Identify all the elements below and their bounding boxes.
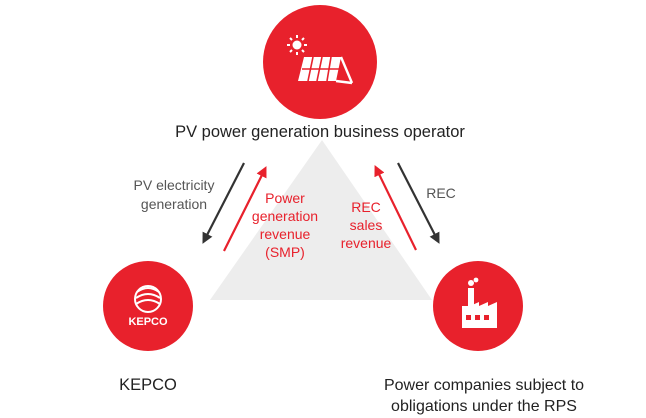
generation-revenue-label-line4: (SMP) <box>265 244 305 260</box>
pv-operator-node <box>263 5 377 119</box>
rec-sales-revenue-label-line2: sales <box>350 217 383 233</box>
pv-operator-label: PV power generation business operator <box>175 123 465 141</box>
rec-label: REC <box>426 185 456 201</box>
solar-panel-icon <box>287 35 354 85</box>
kepco-logo-icon: KEPCO <box>128 285 168 328</box>
generation-revenue-label-line1: Power <box>265 190 305 206</box>
relationship-triangle <box>210 140 432 300</box>
pv-electricity-label-line1: PV electricity <box>134 177 215 193</box>
rec-sales-revenue-arrow <box>374 165 417 251</box>
power-companies-node <box>433 261 523 351</box>
kepco-logo-text: KEPCO <box>128 316 168 328</box>
rec-sales-revenue-label-line1: REC <box>351 199 381 215</box>
kepco-circle <box>103 261 193 351</box>
rec-sales-revenue-label-line3: revenue <box>341 235 392 251</box>
pv-electricity-arrow <box>202 162 245 244</box>
generation-revenue-arrow <box>223 166 267 252</box>
generation-revenue-label-line2: generation <box>252 208 318 224</box>
power-companies-label-line1: Power companies subject to <box>384 377 584 394</box>
rec-arrow <box>397 162 440 244</box>
kepco-node: KEPCO <box>103 261 193 351</box>
generation-revenue-label-line3: revenue <box>260 226 311 242</box>
factory-icon <box>462 277 497 328</box>
pv-electricity-label-line2: generation <box>141 196 207 212</box>
power-companies-label-line2: obligations under the RPS <box>391 398 577 415</box>
kepco-label: KEPCO <box>119 376 177 394</box>
